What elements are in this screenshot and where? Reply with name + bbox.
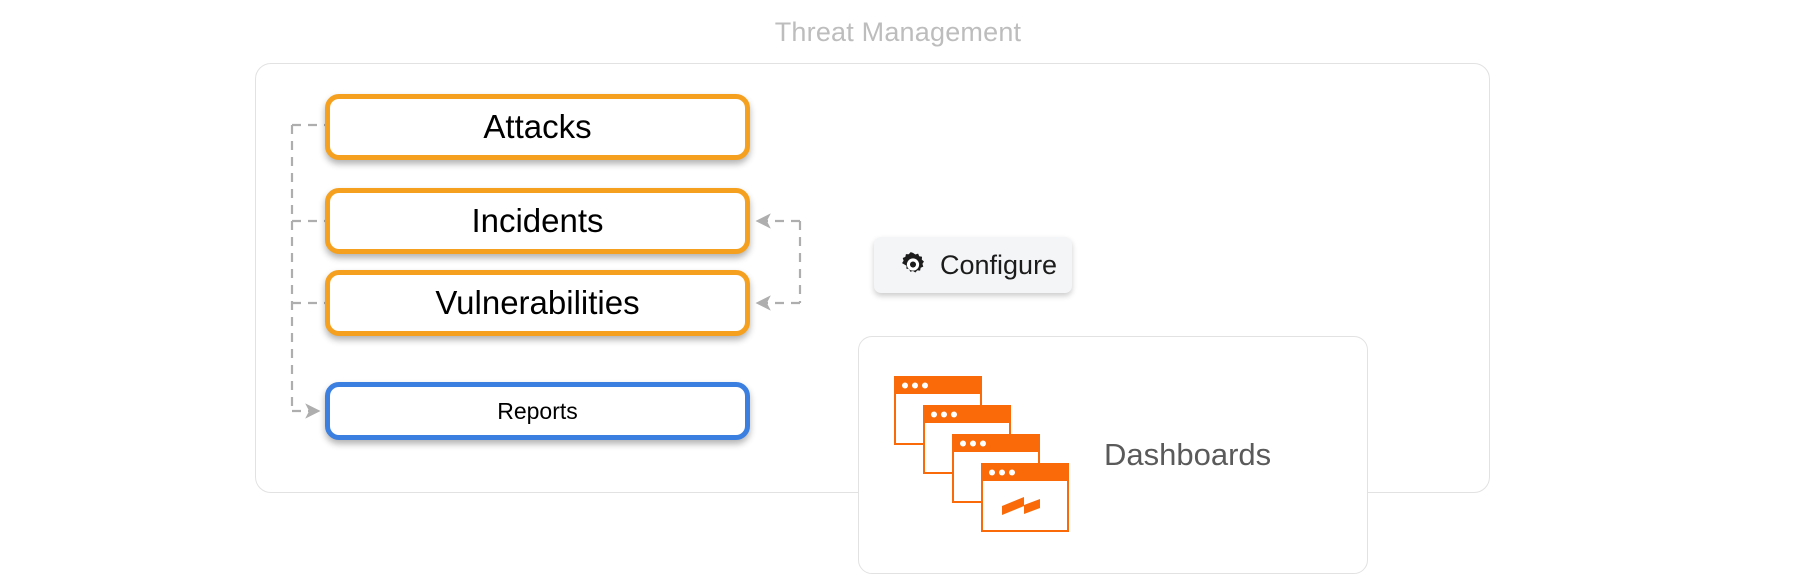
node-reports[interactable]: Reports — [325, 382, 750, 440]
node-attacks[interactable]: Attacks — [325, 94, 750, 160]
configure-button[interactable]: Configure — [874, 237, 1072, 293]
configure-button-label: Configure — [940, 249, 1058, 280]
node-incidents-label: Incidents — [471, 202, 604, 239]
node-vulnerabilities[interactable]: Vulnerabilities — [325, 270, 750, 336]
dashboards-card[interactable]: Dashboards — [858, 336, 1368, 574]
dashboards-label: Dashboards — [1104, 437, 1272, 472]
node-attacks-label: Attacks — [483, 108, 592, 145]
node-incidents[interactable]: Incidents — [325, 188, 750, 254]
node-reports-label: Reports — [497, 397, 578, 424]
node-vulnerabilities-label: Vulnerabilities — [435, 284, 640, 321]
page-title: Threat Management — [774, 17, 1022, 47]
cascading-windows-icon — [893, 375, 1073, 540]
gear-icon — [899, 251, 927, 279]
